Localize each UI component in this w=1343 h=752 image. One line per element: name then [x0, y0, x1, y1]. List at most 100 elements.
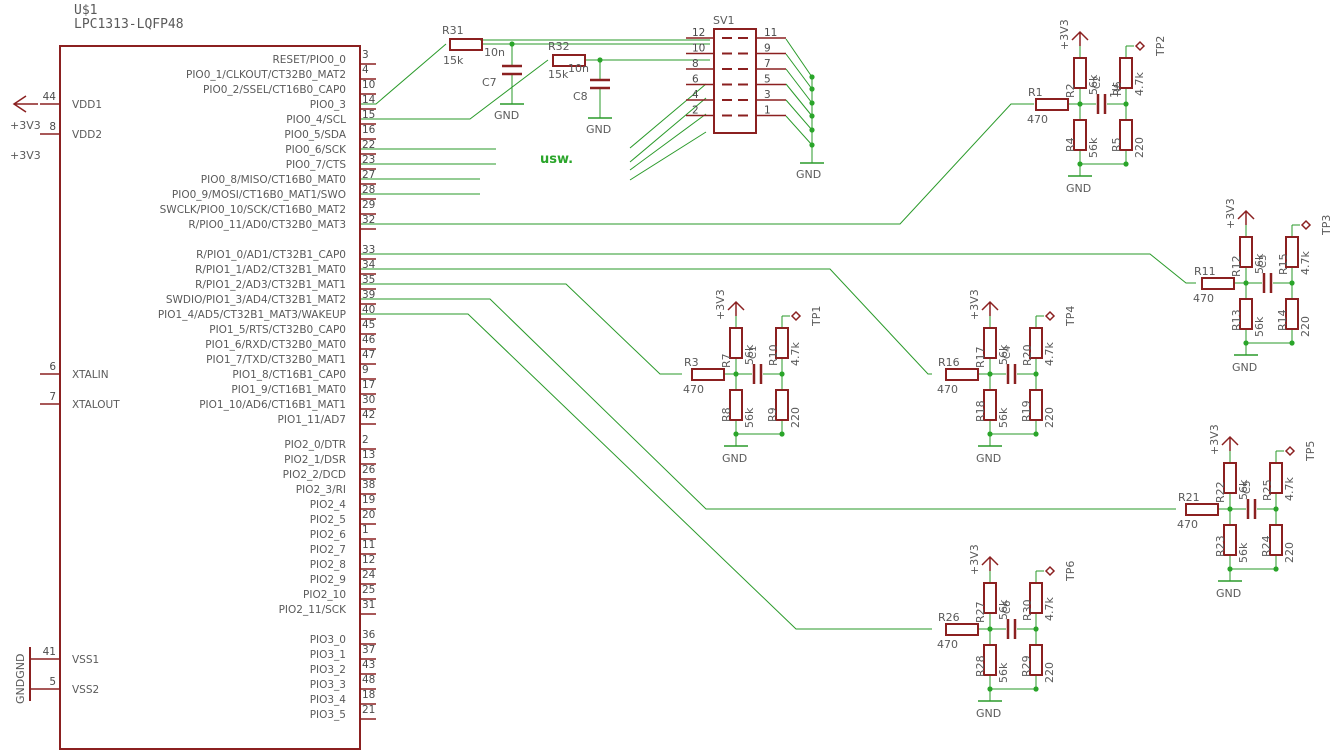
part-value: 470	[1177, 518, 1198, 531]
ic-value: LPC1313-LQFP48	[74, 17, 184, 32]
pin-number: 8	[49, 121, 56, 133]
part-name: C4	[1002, 346, 1013, 359]
pin-label: PIO0_5/SDA	[284, 129, 346, 141]
junction-dot	[733, 371, 739, 377]
part-value: 56k	[1237, 479, 1250, 500]
pin-number: 19	[362, 494, 375, 506]
pin-number: 10	[362, 79, 375, 91]
part-name: C2	[1092, 76, 1103, 89]
testpoint-label: TP1	[810, 306, 823, 327]
vcc-label: +3V3	[968, 289, 981, 320]
pin-number: 33	[362, 244, 375, 256]
pin-label: R/PIO1_0/AD1/CT32B1_CAP0	[196, 249, 346, 261]
junction-dot	[987, 431, 993, 437]
part-name: R21	[1178, 491, 1200, 504]
resistor-r7	[729, 327, 743, 359]
testpoint-icon	[1284, 445, 1296, 457]
testpoint-label: TP2	[1154, 36, 1167, 57]
junction-dot	[809, 127, 815, 133]
part-name: C6	[1002, 601, 1013, 614]
part-value: 56k	[1087, 137, 1100, 158]
junction-dot	[1273, 506, 1279, 512]
junction-dot	[809, 113, 815, 119]
part-name: C5	[1242, 481, 1253, 494]
resistor-r12	[1239, 236, 1253, 268]
part-value: 470	[937, 383, 958, 396]
pin-number: 4	[692, 89, 699, 101]
pin-number: 12	[692, 27, 705, 39]
part-value: 1µ	[1108, 84, 1121, 98]
pin-number: 23	[362, 154, 375, 166]
part-name: R19	[1020, 400, 1033, 422]
gnd-label: GND	[586, 123, 611, 136]
part-value: 15k	[443, 54, 464, 67]
pin-label: PIO0_4/SCL	[286, 114, 346, 126]
pin-number: 17	[362, 379, 375, 391]
resistor-r10	[775, 327, 789, 359]
junction-dot	[1273, 566, 1279, 572]
wire-pio1-0	[360, 253, 1196, 284]
resistor-r13	[1239, 298, 1253, 330]
part-value: 56k	[1087, 74, 1100, 95]
pin-number: 2	[692, 105, 699, 117]
pin-number: 37	[362, 644, 375, 656]
junction-dot	[1243, 340, 1249, 346]
pin-number: 13	[362, 449, 375, 461]
pin-label: XTALIN	[72, 369, 109, 381]
pin-number: 18	[362, 689, 375, 701]
vcc-arrow-icon	[727, 300, 745, 316]
part-name: R28	[974, 655, 987, 677]
part-value: 56k	[997, 407, 1010, 428]
wire-sv-right	[785, 38, 813, 150]
part-name: R16	[938, 356, 960, 369]
part-name: R27	[974, 601, 987, 623]
pin-label: PIO2_10	[303, 589, 346, 601]
junction-dot	[1289, 340, 1295, 346]
pin-number: 39	[362, 289, 375, 301]
pin-number: 1	[764, 105, 771, 117]
pin-number: 27	[362, 169, 375, 181]
resistor-r18	[983, 389, 997, 421]
junction-dot	[1227, 566, 1233, 572]
gnd-label: GND	[796, 168, 821, 181]
part-name: R31	[442, 24, 464, 37]
part-name: R9	[766, 407, 779, 422]
pin-label: R/PIO0_11/AD0/CT32B0_MAT3	[188, 219, 346, 231]
junction-dot	[1033, 686, 1039, 692]
pin-label: PIO1_11/AD7	[278, 414, 346, 426]
pin-label: R/PIO1_1/AD2/CT32B1_MAT0	[195, 264, 346, 276]
resistor-r27	[983, 582, 997, 614]
resistor-r20	[1029, 327, 1043, 359]
junction-dot	[1123, 161, 1129, 167]
pin-number: 26	[362, 464, 376, 476]
junction-dot	[1077, 161, 1083, 167]
pin-label: PIO2_6	[310, 529, 347, 541]
resistor-r8	[729, 389, 743, 421]
part-value: 56k	[1253, 316, 1266, 337]
gnd-label: GND	[976, 452, 1001, 465]
part-name: R6	[1111, 81, 1124, 96]
part-value: 4.7k	[1043, 342, 1056, 366]
part-name: R1	[1028, 86, 1043, 99]
pin-number: 11	[362, 539, 375, 551]
resistor-r26	[945, 623, 979, 636]
pin-number: 6	[49, 361, 56, 373]
pin-number: 5	[764, 74, 771, 86]
connector-sv1	[713, 28, 757, 134]
junction-dot	[1033, 626, 1039, 632]
pin-number: 46	[362, 334, 376, 346]
part-value: 4.7k	[1283, 477, 1296, 501]
testpoint-label: TP3	[1320, 215, 1333, 236]
pin-number: 21	[362, 704, 375, 716]
pin-label: R/PIO1_2/AD3/CT32B1_MAT1	[195, 279, 346, 291]
gnd-label: GND	[1216, 587, 1241, 600]
pin-label: SWCLK/PIO0_10/SCK/CT16B0_MAT2	[160, 204, 346, 216]
part-value: 56k	[1237, 542, 1250, 563]
pin-label: PIO1_4/AD5/CT32B1_MAT3/WAKEUP	[158, 309, 346, 321]
wire-pio0-3	[360, 43, 447, 105]
pin-number: 44	[43, 91, 57, 103]
part-value: 4.7k	[1299, 251, 1312, 275]
pin-label: PIO2_7	[310, 544, 346, 556]
pin-label: PIO2_2/DCD	[283, 469, 346, 481]
vcc-label: +3V3	[714, 289, 727, 320]
